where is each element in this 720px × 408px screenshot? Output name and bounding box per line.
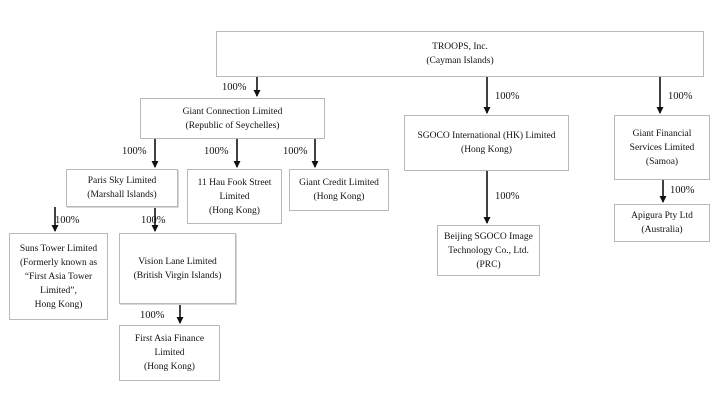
first-asia-finance-name-1: First Asia Finance (134, 334, 205, 344)
pct-hau-fook: 100% (204, 146, 229, 157)
suns-tower-box: Suns Tower Limited (Formerly known as “F… (9, 233, 108, 320)
hau-fook-name-2: Limited (219, 191, 250, 202)
beijing-sgoco-jurisdiction: (PRC) (476, 259, 501, 270)
apigura-jurisdiction: (Australia) (641, 225, 683, 235)
hau-fook-jurisdiction: (Hong Kong) (209, 205, 260, 216)
beijing-sgoco-box: Beijing SGOCO Image Technology Co., Ltd.… (437, 225, 540, 276)
suns-tower-line-4: Limited”, (40, 285, 77, 296)
pct-paris-sky: 100% (122, 146, 147, 157)
troops-inc-box: TROOPS, Inc. (Cayman Islands) (216, 31, 704, 77)
apigura-box: Apigura Pty Ltd (Australia) (614, 204, 710, 242)
suns-tower-line-1: Suns Tower Limited (19, 243, 98, 254)
giant-credit-jurisdiction: (Hong Kong) (313, 192, 365, 202)
first-asia-finance-name-2: Limited (154, 348, 185, 358)
troops-name: TROOPS, Inc. (432, 42, 488, 52)
first-asia-finance-box: First Asia Finance Limited (Hong Kong) (119, 325, 220, 381)
sgoco-hk-name: SGOCO International (HK) Limited (417, 131, 556, 141)
sgoco-hk-box: SGOCO International (HK) Limited (Hong K… (404, 115, 569, 171)
giant-financial-name-2: Services Limited (629, 142, 695, 153)
pct-suns-tower: 100% (55, 215, 80, 226)
giant-credit-box: Giant Credit Limited (Hong Kong) (289, 169, 389, 211)
giant-connection-jurisdiction: (Republic of Seychelles) (185, 120, 280, 131)
vision-lane-jurisdiction: (British Virgin Islands) (133, 270, 222, 281)
pct-first-asia-finance: 100% (140, 310, 165, 321)
paris-sky-name: Paris Sky Limited (87, 176, 157, 186)
hau-fook-box: 11 Hau Fook Street Limited (Hong Kong) (187, 169, 282, 224)
giant-credit-name: Giant Credit Limited (299, 178, 379, 188)
pct-giant-connection: 100% (222, 82, 247, 93)
giant-financial-name-1: Giant Financial (632, 128, 692, 139)
pct-giant-credit: 100% (283, 146, 308, 157)
paris-sky-box: Paris Sky Limited (Marshall Islands) (66, 169, 178, 207)
beijing-sgoco-name-2: Technology Co., Ltd. (448, 245, 529, 256)
suns-tower-line-5: Hong Kong) (34, 299, 83, 310)
troops-jurisdiction: (Cayman Islands) (426, 56, 494, 66)
pct-beijing-sgoco: 100% (495, 191, 520, 202)
hau-fook-name-1: 11 Hau Fook Street (197, 177, 272, 188)
sgoco-hk-jurisdiction: (Hong Kong) (461, 145, 512, 155)
giant-connection-name: Giant Connection Limited (182, 106, 283, 117)
giant-connection-box: Giant Connection Limited (Republic of Se… (140, 98, 325, 139)
vision-lane-name: Vision Lane Limited (138, 256, 217, 267)
first-asia-finance-jurisdiction: (Hong Kong) (144, 362, 195, 372)
giant-financial-box: Giant Financial Services Limited (Samoa) (614, 115, 710, 180)
pct-apigura: 100% (670, 185, 695, 196)
pct-giant-financial: 100% (668, 91, 693, 102)
apigura-name: Apigura Pty Ltd (631, 211, 693, 221)
giant-financial-jurisdiction: (Samoa) (645, 156, 679, 167)
paris-sky-jurisdiction: (Marshall Islands) (87, 190, 157, 200)
suns-tower-line-2: (Formerly known as (19, 257, 98, 268)
pct-vision-lane: 100% (141, 215, 166, 226)
suns-tower-line-3: “First Asia Tower (24, 271, 93, 282)
vision-lane-box: Vision Lane Limited (British Virgin Isla… (119, 233, 236, 304)
beijing-sgoco-name-1: Beijing SGOCO Image (444, 231, 533, 242)
pct-sgoco-hk: 100% (495, 91, 520, 102)
